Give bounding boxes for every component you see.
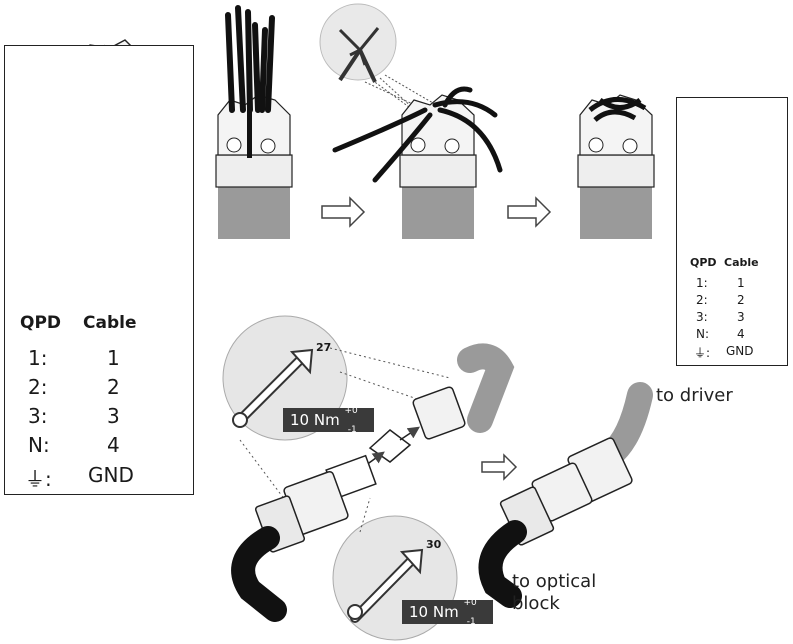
process-arrow-2	[507, 196, 552, 228]
header-qpd-small: QPD	[690, 256, 717, 269]
header-cable: Cable	[83, 313, 137, 333]
wrench-size-bottom: 30	[426, 538, 442, 551]
connector-step-tucked	[577, 94, 655, 239]
cable-coupling-open	[231, 343, 515, 622]
header-cable-small: Cable	[724, 256, 759, 269]
connector-step-wires-up	[215, 5, 293, 239]
header-qpd: QPD	[20, 313, 62, 333]
wire-cutter-detail	[319, 3, 446, 116]
pin-mapping-table-small: QPD Cable 1:1 2:2 3:3 N:4 ⏚:GND	[690, 256, 759, 360]
pin-mapping-panel-small	[676, 97, 788, 366]
cable-coupling-closed	[478, 382, 653, 608]
process-arrow-3	[481, 453, 518, 481]
wrench-size-top: 27	[316, 341, 332, 354]
pin-mapping-table: QPD Cable 1:1 2:2 3:3 N:4 ⏚:GND	[20, 313, 137, 491]
process-arrow-1	[321, 196, 366, 228]
connector-step-cut	[332, 86, 503, 239]
label-to-driver: to driver	[656, 385, 733, 406]
label-to-optical-block: to optical block	[512, 571, 597, 614]
pin-mapping-panel	[4, 45, 194, 495]
torque-label-bottom: 10 Nm +0-1	[402, 599, 493, 627]
torque-label-top: 10 Nm +0-1	[283, 407, 374, 435]
